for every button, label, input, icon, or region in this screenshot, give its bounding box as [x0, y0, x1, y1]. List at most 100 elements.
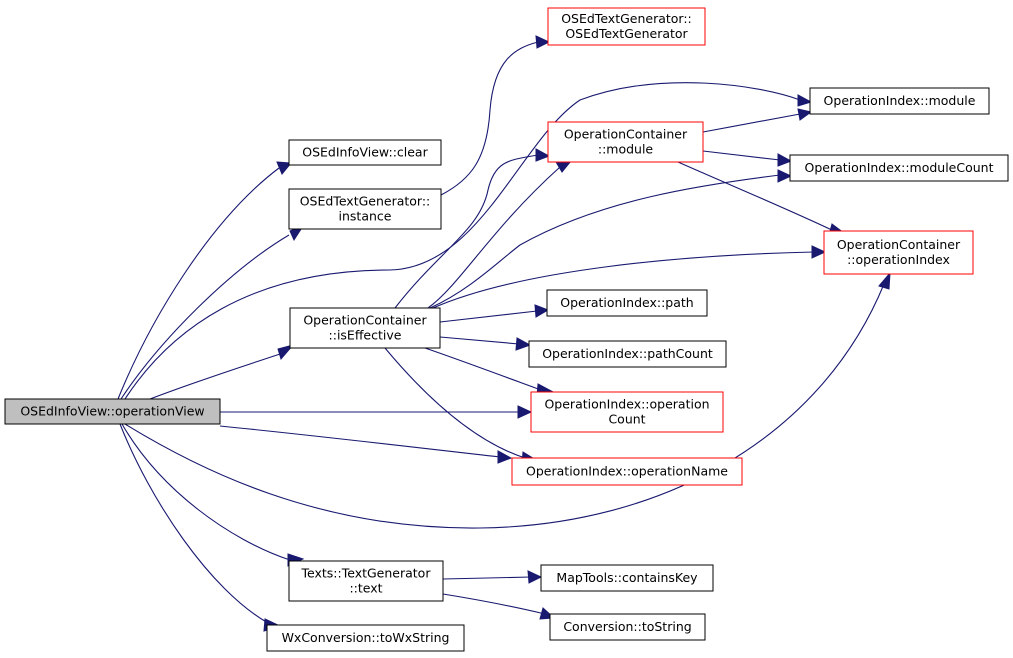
node-operationcontainer-operationindex[interactable]: OperationContainer::operationIndex [823, 230, 974, 275]
node-label: OperationIndex::operationName [526, 464, 728, 479]
node-box [549, 613, 706, 641]
node-box [546, 289, 708, 317]
node-osedinfoview-clear[interactable]: OSEdInfoView::clear [288, 139, 442, 166]
node-label: OperationIndex::pathCount [542, 346, 713, 361]
node-operationcontainer-module[interactable]: OperationContainer::module [547, 121, 704, 163]
node-maptools-containskey[interactable]: MapTools::containsKey [540, 564, 714, 592]
node-label: ::text [349, 581, 382, 596]
edge-isEffective-to-pathcount [439, 310, 538, 323]
arrowhead-icon [777, 153, 793, 167]
edge-ocmodule-to-oimodule [384, 347, 526, 459]
edge-line [124, 82, 801, 400]
node-label: OperationIndex::operation [544, 397, 709, 412]
edge-isEffective-to-ocopindex [429, 174, 781, 309]
edge-line [442, 576, 532, 580]
edge-textgen-to-tostring [442, 576, 532, 580]
node-operationcontainer-iseffective[interactable]: OperationContainer::isEffective [289, 307, 441, 349]
arrowhead-icon [811, 245, 827, 259]
edge-line [119, 423, 269, 624]
node-label: OSEdTextGenerator:: [300, 194, 431, 209]
edge-line [394, 154, 539, 309]
node-label: ::module [598, 142, 654, 157]
edge-line [702, 113, 801, 133]
node-osedtextgenerator-ctor[interactable]: OSEdTextGenerator::OSEdTextGenerator [547, 7, 706, 46]
arrowhead-icon [497, 450, 513, 464]
node-operationindex-modulecount[interactable]: OperationIndex::moduleCount [789, 154, 1009, 182]
node-box [4, 398, 221, 425]
edge-root-to-oimodule [124, 82, 801, 400]
edge-isEffective-to-ocmodule [394, 154, 539, 309]
node-label: OperationIndex::path [560, 295, 693, 310]
node-label: ::operationIndex [847, 252, 950, 267]
node-operationindex-pathcount[interactable]: OperationIndex::pathCount [528, 340, 727, 368]
node-conversion-tostring[interactable]: Conversion::toString [549, 613, 706, 641]
node-box [288, 188, 442, 230]
node-texts-textgenerator-text[interactable]: Texts::TextGenerator::text [288, 560, 444, 602]
edge-line [677, 161, 835, 232]
edge-root-to-instance [120, 234, 290, 400]
edge-root-to-textgen [121, 423, 291, 561]
arrowhead-icon [527, 570, 543, 584]
node-operationindex-module[interactable]: OperationIndex::module [809, 87, 990, 115]
edge-textgen-to-contains [677, 161, 835, 232]
edge-line [124, 283, 885, 529]
edge-ocmodule-to-modcount [702, 113, 801, 133]
edge-line [440, 41, 539, 196]
node-box [530, 391, 724, 433]
node-label: Conversion::toString [563, 619, 691, 634]
node-box [528, 340, 727, 368]
arrowhead-icon [878, 271, 891, 290]
node-label: WxConversion::toWxString [282, 630, 450, 645]
nodes-layer: OSEdInfoView::operationView OSEdInfoView:… [4, 7, 1009, 652]
node-label: OperationIndex::module [824, 93, 976, 108]
edge-isEffective-to-modcount [427, 166, 561, 309]
node-box [288, 560, 444, 602]
edge-line [442, 593, 546, 615]
arrowhead-icon [517, 405, 533, 419]
node-box [511, 457, 743, 486]
node-label: OSEdInfoView::clear [302, 145, 428, 160]
edge-line [149, 353, 281, 400]
edge-instance-to-osedtg [440, 41, 539, 196]
node-wxconversion-towxstring[interactable]: WxConversion::toWxString [266, 624, 465, 652]
edge-isEffective-to-path [432, 251, 815, 309]
node-label: instance [339, 209, 392, 224]
edge-isEffective-to-opcount [439, 336, 520, 345]
node-label: Texts::TextGenerator [301, 566, 432, 581]
arrowhead-icon [797, 108, 813, 121]
node-box [289, 307, 441, 349]
edge-line [439, 310, 538, 323]
node-box [809, 87, 990, 115]
node-osedtextgenerator-instance[interactable]: OSEdTextGenerator::instance [288, 188, 442, 230]
node-osedinfoview-operationview[interactable]: OSEdInfoView::operationView [4, 398, 221, 425]
edge-isEffective-to-opname [424, 347, 542, 391]
arrowhead-icon [777, 169, 793, 183]
node-operationindex-operationname[interactable]: OperationIndex::operationName [511, 457, 743, 486]
arrowhead-icon [535, 148, 551, 162]
edge-root-to-ocopindex [124, 283, 885, 529]
arrowhead-icon [555, 160, 573, 173]
edge-root-to-isEffective [149, 353, 281, 400]
node-label: OperationContainer [564, 127, 688, 142]
arrowhead-icon [515, 337, 532, 351]
node-box [540, 564, 714, 592]
arrowhead-icon [534, 304, 550, 318]
edge-line [427, 166, 561, 309]
edge-line [439, 336, 520, 345]
edge-root-to-opname [219, 425, 501, 458]
edges-layer [117, 35, 891, 632]
node-box [266, 624, 465, 652]
edge-line [432, 251, 815, 309]
node-label: OSEdTextGenerator:: [561, 11, 692, 26]
node-operationindex-path[interactable]: OperationIndex::path [546, 289, 708, 317]
edge-root-to-towx [119, 423, 269, 624]
node-box [547, 121, 704, 163]
node-label: ::isEffective [329, 328, 402, 343]
node-box [288, 139, 442, 166]
node-label: OperationContainer [837, 237, 961, 252]
edge-line [121, 423, 291, 561]
edge-line [429, 174, 781, 309]
arrowhead-icon [797, 94, 813, 107]
